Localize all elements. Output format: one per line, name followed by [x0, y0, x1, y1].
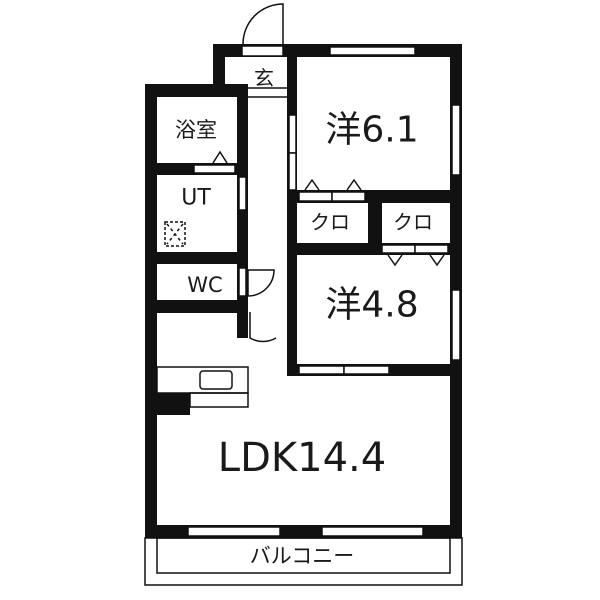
label-closet2: クロ — [393, 210, 433, 234]
label-balcony: バルコニー — [250, 544, 355, 568]
label-bath: 浴室 — [175, 118, 217, 142]
wc-door-swing — [247, 269, 275, 297]
entrance-door-swing — [242, 3, 284, 45]
label-western1: 洋6.1 — [325, 110, 418, 151]
fixtures — [144, 3, 463, 586]
label-ldk: LDK14.4 — [218, 435, 386, 481]
washer-space — [164, 221, 186, 247]
corridor-door-swing — [249, 312, 277, 343]
label-entrance: 玄 — [254, 66, 274, 90]
windows-and-doors — [187, 45, 461, 537]
sink — [199, 370, 233, 390]
label-utility: UT — [181, 186, 211, 211]
room-labels: 玄 浴室 UT WC 洋6.1 クロ クロ 洋4.8 LDK14.4 バルコニー — [175, 66, 433, 568]
label-closet1: クロ — [310, 210, 350, 234]
label-toilet: WC — [187, 273, 222, 297]
label-western2: 洋4.8 — [325, 285, 418, 326]
